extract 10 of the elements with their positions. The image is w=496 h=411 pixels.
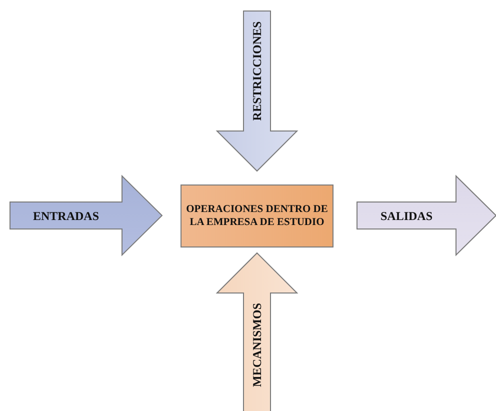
arrow-label: MECANISMOS xyxy=(251,303,263,387)
block-arrow xyxy=(357,176,496,255)
block-arrow xyxy=(217,253,297,411)
arrow-label: RESTRICCIONES xyxy=(251,21,263,121)
process-box xyxy=(181,185,333,247)
box-label: OPERACIONES DENTRO DE LA EMPRESA DE ESTUDIO xyxy=(185,202,329,230)
block-arrow xyxy=(10,176,162,255)
arrow-label: ENTRADAS xyxy=(33,210,99,222)
arrow-label: SALIDAS xyxy=(380,210,433,222)
block-arrow xyxy=(217,11,297,171)
